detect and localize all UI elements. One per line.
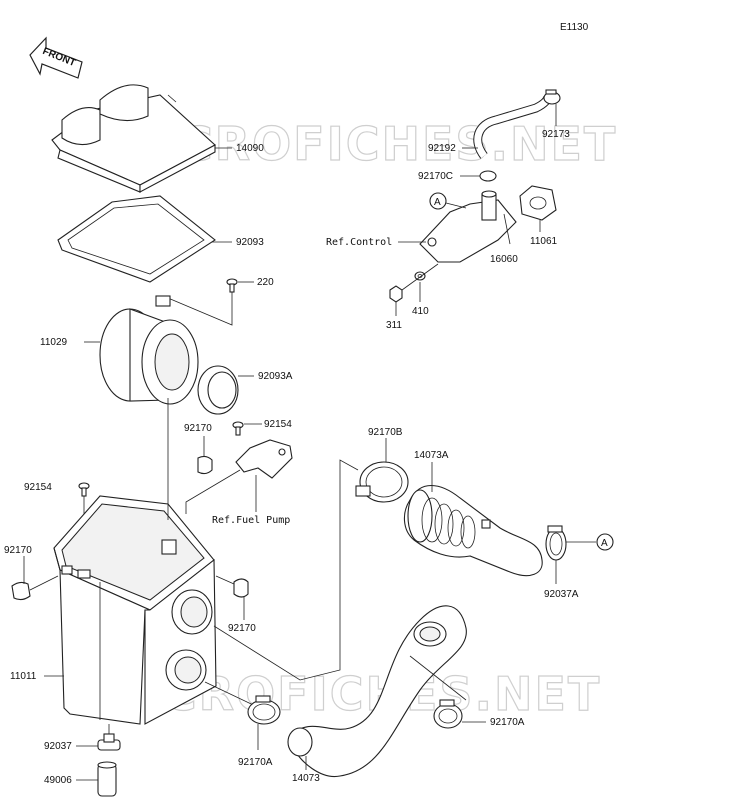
label-92093: 92093	[236, 237, 264, 248]
part-11061-gasket	[519, 185, 557, 221]
part-220-screw	[226, 278, 238, 293]
part-92173-clamp	[543, 89, 561, 105]
label-16060: 16060	[490, 254, 518, 265]
label-220: 220	[257, 277, 274, 288]
label-410: 410	[412, 306, 429, 317]
part-14073A-boot	[403, 485, 543, 577]
diagram-code: E1130	[560, 22, 589, 33]
part-92170B-clamp	[355, 461, 409, 503]
label-92093A: 92093A	[258, 371, 293, 382]
label-ref-fuel-pump: Ref.Fuel Pump	[212, 515, 290, 526]
part-49006-tube	[97, 761, 117, 797]
part-311-nut	[389, 285, 403, 303]
label-92037: 92037	[44, 741, 72, 752]
label-92192: 92192	[428, 143, 456, 154]
callout-a-top: A	[429, 192, 447, 210]
callout-a-right-letter: A	[601, 538, 608, 549]
part-92170C-clip	[479, 170, 497, 182]
part-16060-breather	[419, 190, 517, 263]
part-11011-airbox	[53, 495, 217, 725]
label-92170A-bottom: 92170A	[238, 757, 273, 768]
label-311: 311	[386, 320, 402, 331]
part-92170A-clamp-right	[433, 699, 463, 729]
label-92037A: 92037A	[544, 589, 579, 600]
part-14073-duct	[287, 605, 467, 777]
label-14073: 14073	[292, 773, 320, 784]
callout-a-right: A	[596, 533, 614, 551]
label-92170-top: 92170	[184, 423, 212, 434]
label-92170C: 92170C	[418, 171, 453, 182]
part-92170-clip-left	[11, 581, 31, 601]
part-14090-cover	[51, 84, 216, 193]
part-92093-gasket	[57, 195, 216, 283]
label-92170-left: 92170	[4, 545, 32, 556]
part-fuel-pump-bracket	[235, 439, 293, 479]
label-92154-left: 92154	[24, 482, 52, 493]
part-92154-bolt-top	[232, 421, 244, 436]
label-ref-control: Ref.Control	[326, 237, 392, 248]
part-410-washer	[414, 271, 426, 281]
label-92170A-right: 92170A	[490, 717, 525, 728]
label-92170-mid: 92170	[228, 623, 256, 634]
label-92170B: 92170B	[368, 427, 403, 438]
part-92170-clip-mid	[233, 578, 249, 598]
label-11011: 11011	[10, 671, 37, 682]
part-92154-bolt-left	[78, 482, 90, 497]
label-92154-top: 92154	[264, 419, 292, 430]
label-11061: 11061	[530, 236, 558, 247]
callout-a-top-letter: A	[434, 197, 441, 208]
label-92173: 92173	[542, 129, 570, 140]
front-arrow-icon: FRONT	[29, 36, 83, 79]
part-92037A-clamp	[545, 525, 567, 561]
part-92170A-clamp-bottom	[247, 695, 281, 725]
part-92170-clip-top	[197, 455, 213, 475]
label-11029: 11029	[40, 337, 68, 348]
label-14073A: 14073A	[414, 450, 449, 461]
part-92093A-ring	[197, 365, 239, 415]
label-14090: 14090	[236, 143, 264, 154]
label-49006: 49006	[44, 775, 72, 786]
part-11029-filter	[99, 295, 199, 405]
part-92037-clamp	[97, 733, 121, 751]
